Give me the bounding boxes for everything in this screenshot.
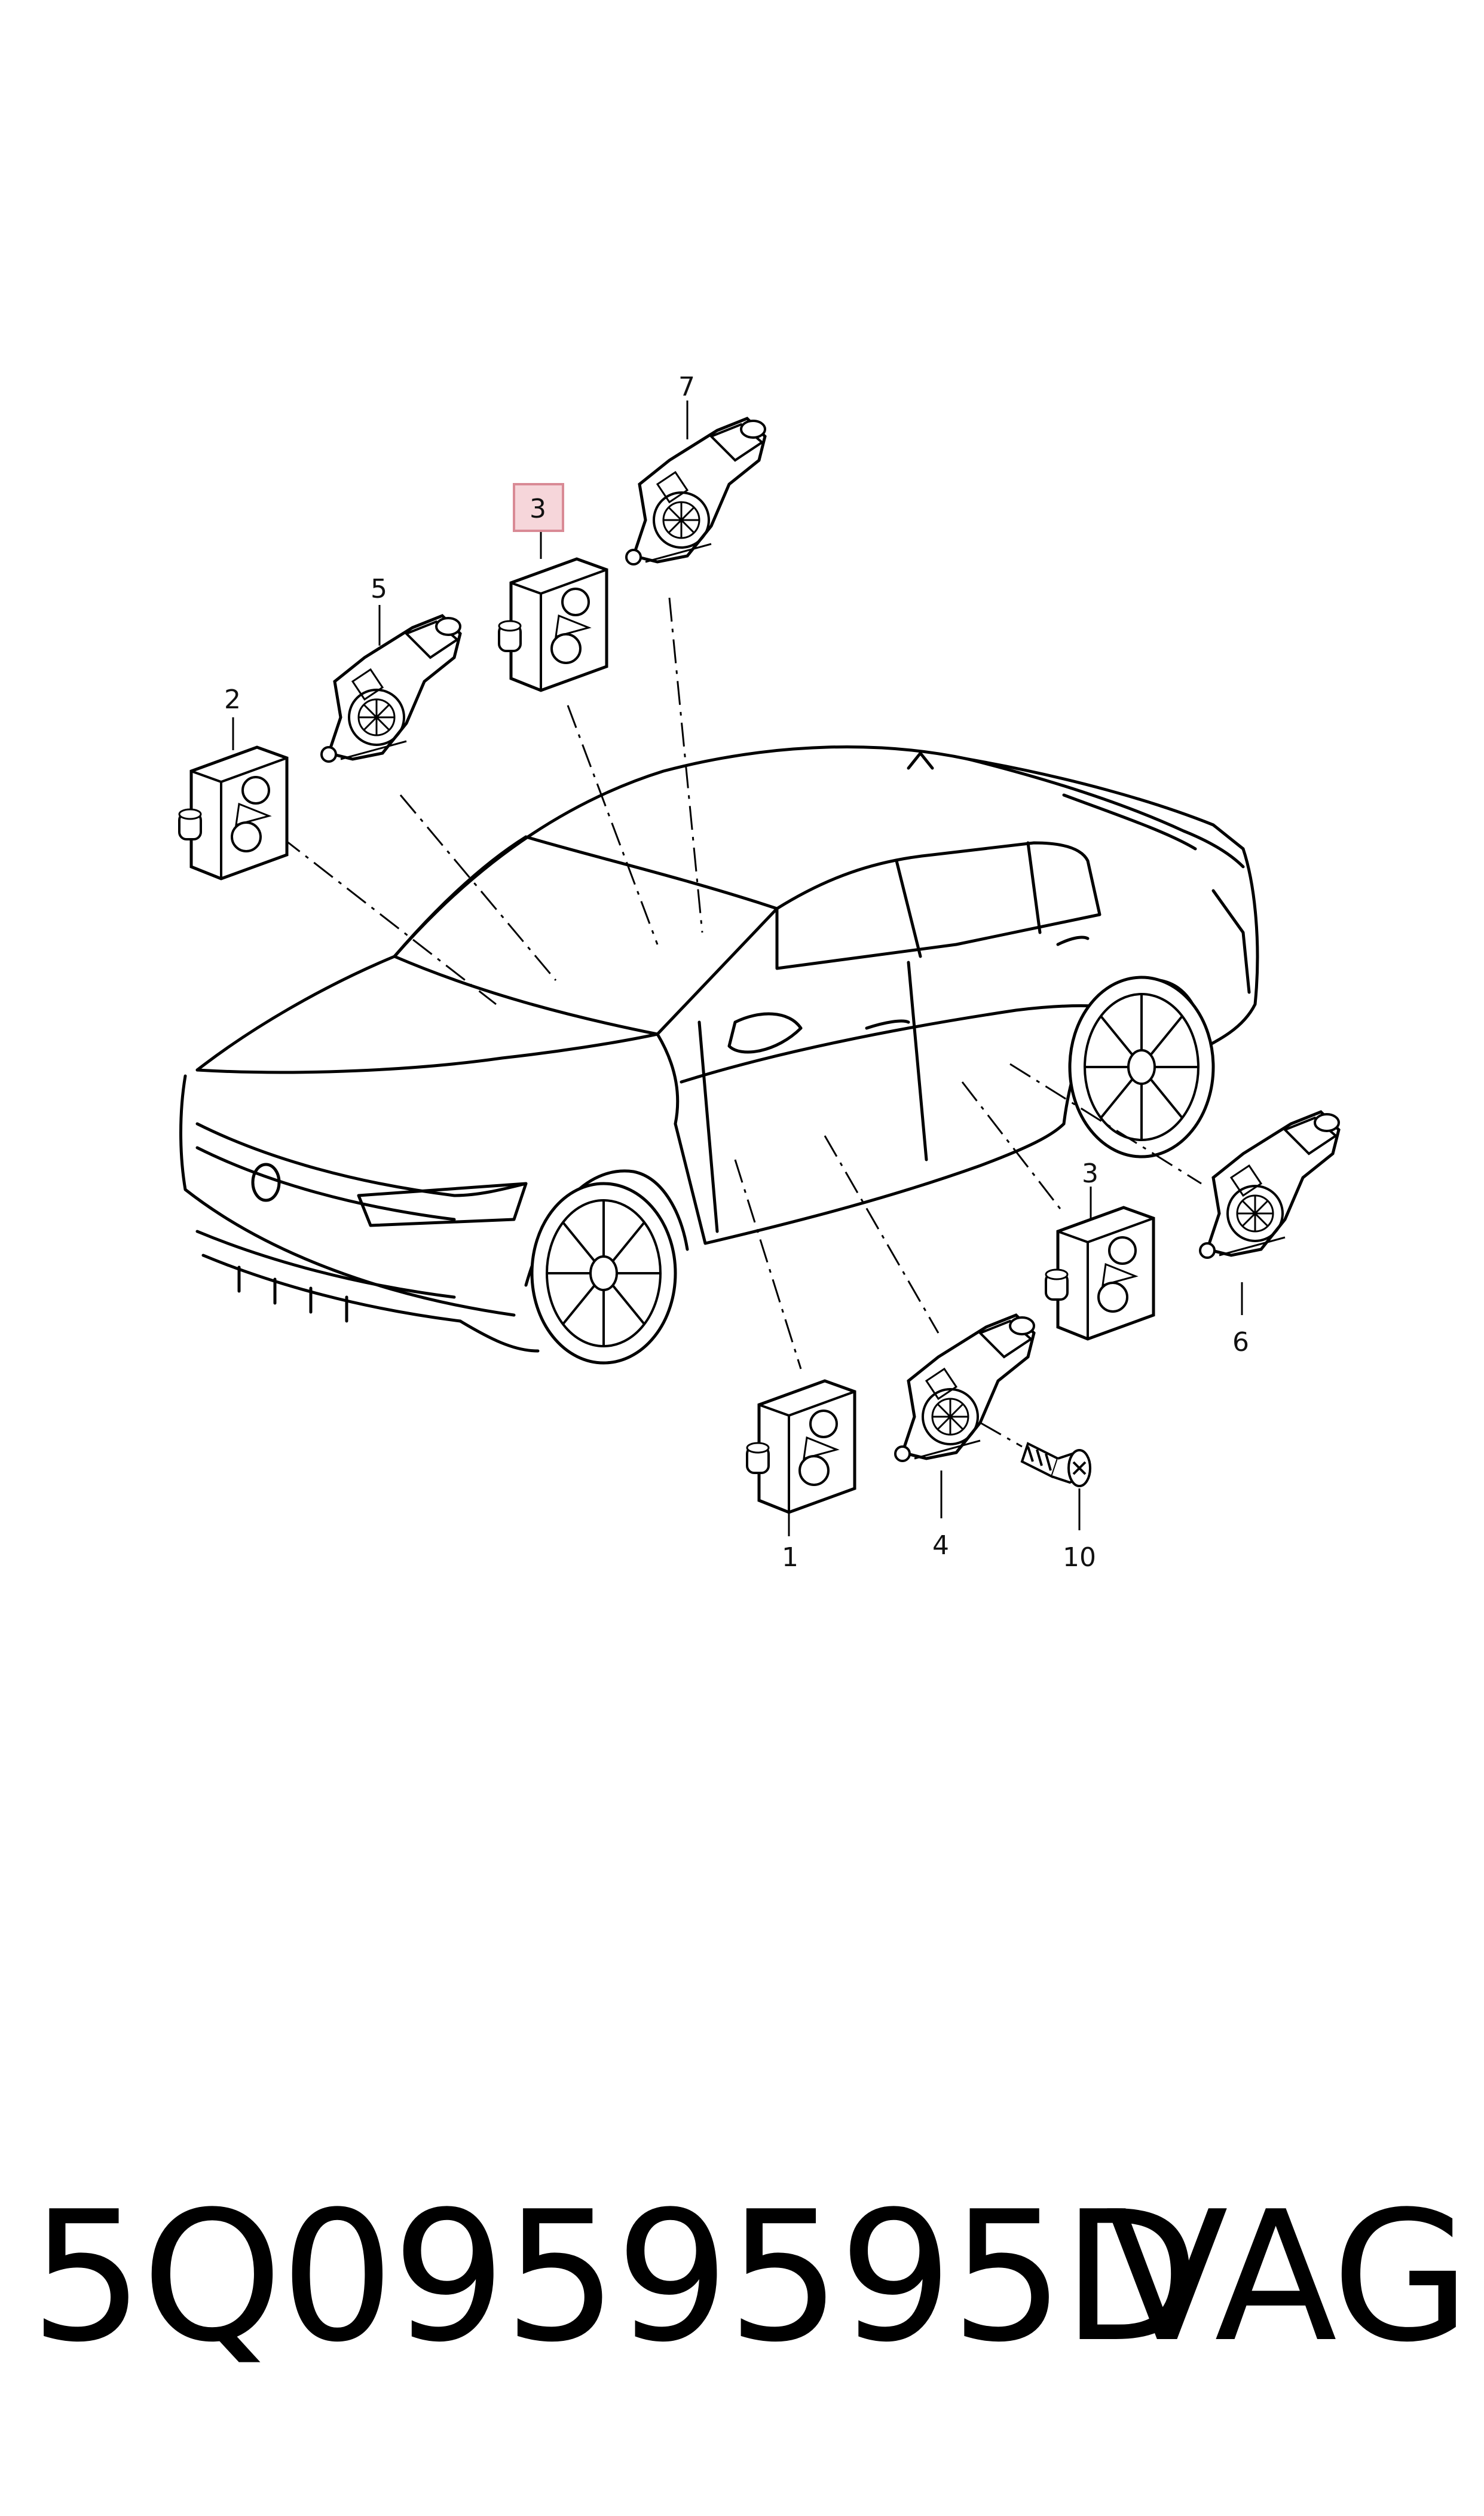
window-motor-7 xyxy=(626,418,765,564)
callout-10: 10 xyxy=(1063,1542,1096,1573)
leader-lines xyxy=(280,597,1202,1448)
callout-1: 1 xyxy=(782,1542,798,1573)
window-motor-4 xyxy=(895,1315,1034,1461)
control-module-3-top xyxy=(499,559,607,690)
callout-highlight xyxy=(513,483,564,532)
front-wheel xyxy=(532,1184,675,1363)
brand-label: VAG xyxy=(1106,2173,1470,2382)
callout-ticks xyxy=(232,401,1243,1536)
callout-2: 2 xyxy=(224,684,241,715)
control-module-2 xyxy=(179,747,287,879)
callout-5: 5 xyxy=(371,574,387,604)
screw-10 xyxy=(1020,1442,1091,1487)
callout-6: 6 xyxy=(1232,1327,1249,1358)
rear-wheel xyxy=(1070,977,1213,1157)
window-motor-6 xyxy=(1200,1112,1339,1258)
callout-4: 4 xyxy=(932,1530,949,1561)
callout-3-top: 3 xyxy=(530,494,546,524)
control-module-1 xyxy=(747,1381,855,1512)
window-motor-5 xyxy=(322,616,460,762)
callout-3-right: 3 xyxy=(1082,1158,1099,1189)
callout-7: 7 xyxy=(678,372,695,402)
part-number: 5Q0959595D xyxy=(30,2173,1200,2382)
control-module-3-right xyxy=(1046,1207,1153,1339)
